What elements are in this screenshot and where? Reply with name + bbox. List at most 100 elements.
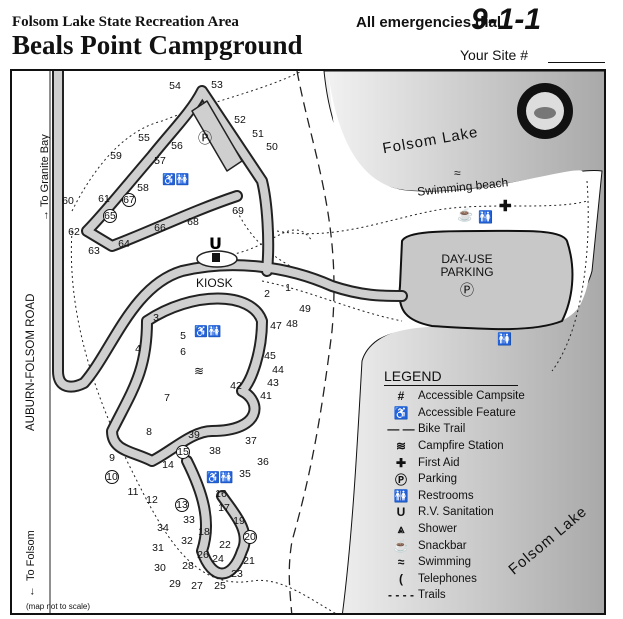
campsite-label: 52: [234, 113, 246, 126]
accessible-campsite-label: 10: [105, 470, 119, 484]
legend-label: Swimming: [418, 556, 472, 569]
campsite-label: 25: [214, 579, 226, 592]
roads: [49, 71, 408, 613]
scale-note: (map not to scale): [26, 602, 91, 611]
emergency-label: All emergencies dial: [356, 14, 502, 31]
to-folsom-label: To Folsom: [25, 530, 37, 581]
campsite-label: 1: [285, 281, 291, 294]
campsite-label: 55: [138, 131, 150, 144]
campsite-label: 58: [137, 181, 149, 194]
campsite-label: 27: [191, 579, 203, 592]
campsite-label: 32: [181, 534, 193, 547]
legend-label: R.V. Sanitation: [418, 506, 494, 519]
campsite-label: 69: [232, 204, 244, 217]
campsite-label: 8: [146, 425, 152, 438]
accessible-campsite-icon: #: [397, 389, 405, 404]
page-title: Beals Point Campground: [12, 30, 303, 60]
campsite-label: 49: [299, 302, 311, 315]
your-site-blank: [548, 62, 605, 63]
legend-item: ⩓Shower: [384, 521, 584, 538]
parking-icon: Ⓟ: [394, 472, 407, 487]
page-margin: [606, 69, 623, 615]
day-use-parking-label: DAY-USE PARKING: [440, 252, 494, 279]
campsite-label: 44: [272, 363, 284, 376]
legend: LEGEND # Accessible Campsite ♿ Accessible F…: [384, 368, 584, 604]
snackbar-icon: ☕: [457, 207, 474, 222]
kiosk-label: KIOSK: [196, 276, 233, 290]
legend-label: Accessible Feature: [418, 406, 516, 419]
campsite-label: 63: [88, 244, 100, 257]
campsite-label: 62: [68, 225, 80, 238]
bike-trail: [288, 71, 335, 613]
legend-label: Campfire Station: [418, 440, 504, 453]
campsite-label: 53: [211, 78, 223, 91]
campsite-label: 61: [98, 192, 110, 205]
rv-sanitation-icon: U: [396, 505, 406, 520]
california-state-parks-logo: [517, 83, 573, 139]
legend-item: ≋Campfire Station: [384, 438, 584, 455]
campsite-label: 36: [257, 455, 269, 468]
arrow-down-icon: ←: [25, 586, 37, 597]
campsite-label: 23: [231, 567, 243, 580]
campground-map: U AUBURN-FOLSOM ROAD To Granite Bay → To…: [10, 69, 606, 615]
campsite-label: 51: [252, 127, 264, 140]
parking-icon: Ⓟ: [198, 130, 212, 146]
restrooms-icon: 🚻: [393, 488, 409, 503]
campsite-label: 48: [286, 317, 298, 330]
campsite-label: 16: [215, 487, 227, 500]
campsite-label: 29: [169, 577, 181, 590]
legend-label: First Aid: [418, 456, 460, 469]
accessible-feature-icon: ♿🚻: [162, 174, 190, 186]
accessible-feature-icon: ♿: [393, 405, 409, 420]
campfire-station-icon: ≋: [194, 364, 205, 378]
campsite-label: 2: [264, 287, 270, 300]
legend-title: LEGEND: [384, 368, 518, 386]
campsite-label: 5: [180, 329, 186, 342]
campsite-label: 47: [270, 319, 282, 332]
first-aid-icon: ✚: [499, 198, 512, 215]
campsite-label: 31: [152, 541, 164, 554]
campsite-label: 42: [230, 379, 242, 392]
legend-label: Accessible Campsite: [418, 390, 525, 403]
legend-item: ≈Swimming: [384, 554, 584, 571]
campsite-label: 68: [187, 215, 199, 228]
campsite-label: 26: [197, 548, 209, 561]
legend-item: ♿ Accessible Feature: [384, 405, 584, 422]
legend-label: Bike Trail: [418, 423, 466, 436]
trails-icon: - - - -: [388, 588, 414, 603]
accessible-feature-icon: ♿🚻: [194, 326, 222, 338]
campsite-label: 3: [153, 311, 159, 324]
parking-icon: Ⓟ: [460, 282, 474, 298]
campsite-label: 54: [169, 79, 181, 92]
campsite-label: 9: [109, 451, 115, 464]
campsite-label: 12: [146, 493, 158, 506]
accessible-feature-icon: ♿🚻: [206, 472, 234, 484]
legend-item: 🚻Restrooms: [384, 488, 584, 505]
campsite-label: 21: [243, 554, 255, 567]
accessible-campsite-label: 65: [103, 209, 117, 223]
legend-item: — —Bike Trail: [384, 421, 584, 438]
first-aid-icon: ✚: [395, 455, 407, 470]
accessible-campsite-label: 15: [176, 445, 190, 459]
campsite-label: 22: [219, 538, 231, 551]
campsite-label: 7: [164, 391, 170, 404]
campsite-label: 57: [154, 154, 166, 167]
road-name-label: AUBURN-FOLSOM ROAD: [25, 293, 37, 431]
campsite-label: 37: [245, 434, 257, 447]
campsite-label: 11: [127, 485, 139, 498]
campsite-label: 39: [188, 428, 200, 441]
restrooms-icon: 🚻: [478, 210, 493, 224]
legend-items: #Accessible Campsite♿Accessible Feature—…: [384, 388, 584, 604]
emergency-number: 9-1-1: [471, 3, 542, 36]
campsite-label: 50: [266, 140, 278, 153]
campsite-label: 14: [162, 458, 174, 471]
campsite-label: 6: [180, 345, 186, 358]
campsite-label: 60: [62, 194, 74, 207]
your-site-label: Your Site #: [460, 47, 528, 63]
bike-trail-icon: — —: [387, 422, 415, 437]
campsite-label: 17: [218, 501, 230, 514]
accessible-campsite-label: 67: [122, 193, 136, 207]
campsite-label: 45: [264, 349, 276, 362]
legend-item: (Telephones: [384, 571, 584, 588]
